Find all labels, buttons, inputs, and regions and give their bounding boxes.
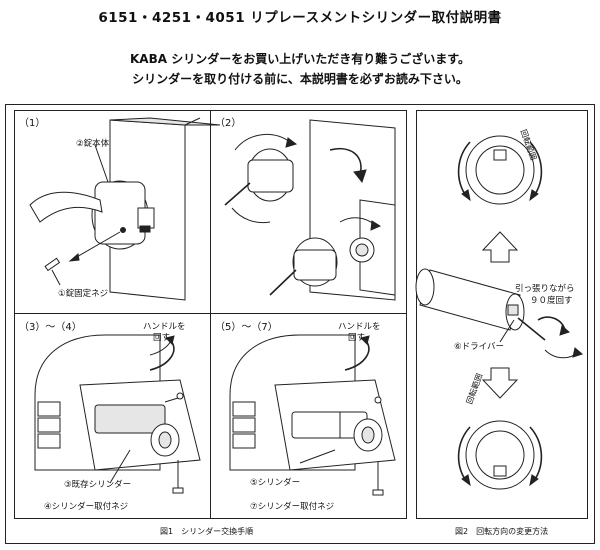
driver-callout: ⑥ドライバー [454,342,504,352]
intro-line-1: KABA シリンダーをお買い上げいただき有り難うございます。 [130,52,470,66]
manual-title: 6151・4251・4051 リプレースメントシリンダー取付説明書 [98,10,502,26]
lock-fixing-screw-callout: ①錠固定ネジ [58,289,109,299]
pull-and-rotate-label-1: 引っ張りながら [515,284,575,294]
panel4-turn-handle-label-1: ハンドルを [338,322,381,332]
panel4-turn-handle-label-2: 回す [348,333,366,343]
new-cylinder-callout: ⑤シリンダー [250,478,301,488]
intro-line-2: シリンダーを取り付ける前に、本説明書を必ずお読み下さい。 [132,72,468,86]
figure2-panel [416,110,588,519]
panel4-mount-screw-callout: ⑦シリンダー取付ネジ [250,502,335,512]
lock-body-callout: ②錠本体 [76,139,110,149]
panel4-drawing [229,334,396,496]
existing-cylinder-callout: ③既存シリンダー [64,480,132,490]
panel2-step-label: （2） [215,118,242,129]
figure1-panel-4 [210,313,407,519]
pull-and-rotate-label-2: ９０度回す [530,296,573,306]
panel1-step-label: （1） [19,118,46,129]
panel3-step-label: （3）～（4） [19,322,82,333]
panel2-drawing [224,119,396,301]
panel3-turn-handle-label-2: 回す [153,333,171,343]
panel3-turn-handle-label-1: ハンドルを [143,322,186,332]
figures-frame [5,104,595,544]
panel3-mount-screw-callout: ④シリンダー取付ネジ [44,502,129,512]
figure1-caption: 図1 シリンダー交換手順 [160,527,254,536]
panel4-step-label: （5）～（7） [215,322,278,333]
panel1-drawing [29,117,221,301]
figure2-drawing [415,135,583,490]
panel3-drawing [34,334,201,494]
figure2-caption: 図2 回転方向の変更方法 [455,527,549,536]
